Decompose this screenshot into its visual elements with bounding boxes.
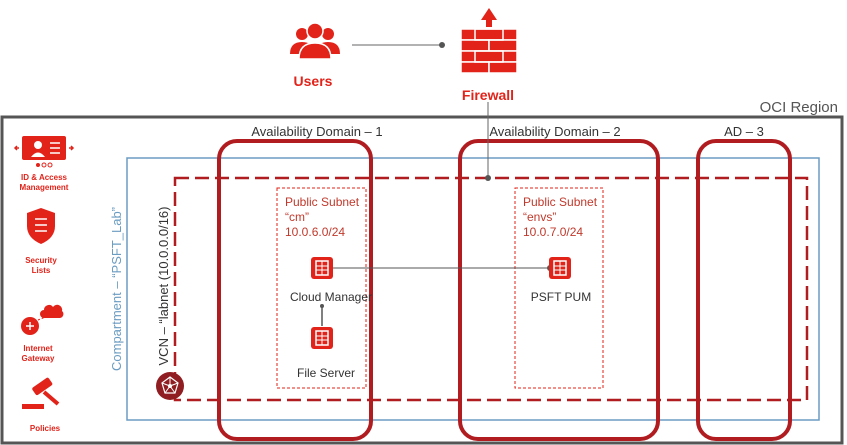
psft-pum-label: PSFT PUM — [531, 290, 591, 304]
file-server-label: File Server — [297, 366, 355, 380]
subnet-cm-box — [276, 187, 367, 389]
vcn-router-icon — [156, 372, 184, 400]
internet-gateway-label-line2: Gateway — [22, 354, 55, 363]
security-lists-label-line1: Security — [25, 256, 57, 265]
availability-domain-2-box — [458, 139, 660, 441]
subnet-envs-cidr: 10.0.7.0/24 — [523, 225, 583, 239]
file-server-icon — [311, 327, 333, 349]
availability-domain-2-label: Availability Domain – 2 — [489, 124, 620, 139]
availability-domain-1-label: Availability Domain – 1 — [251, 124, 382, 139]
oci-region-box — [0, 115, 844, 445]
security-lists-icon — [27, 208, 55, 244]
subnet-envs-box — [514, 187, 604, 389]
internet-gateway-label-line1: Internet — [23, 344, 53, 353]
users-label: Users — [294, 73, 333, 89]
oci-region-label: OCI Region — [760, 99, 838, 116]
subnet-envs-title: Public Subnet — [523, 195, 598, 209]
subnet-cm-cidr: 10.0.6.0/24 — [285, 225, 345, 239]
id-access-management-icon — [13, 136, 75, 168]
iam-label-line2: Management — [20, 183, 69, 192]
internet-gateway-icon — [21, 304, 64, 335]
iam-label-line1: ID & Access — [21, 173, 68, 182]
compartment-label: Compartment – “PSFT_Lab” — [109, 207, 124, 371]
firewall-vcn-connector — [485, 102, 491, 181]
users-firewall-connector — [352, 42, 445, 48]
cloud-manager-label: Cloud Manager — [290, 290, 372, 304]
cloud-manager-server-icon — [311, 257, 333, 279]
users-icon — [290, 22, 340, 60]
policies-gavel-icon — [22, 377, 60, 409]
firewall-icon — [460, 8, 518, 74]
vcn-label: VCN – “labnet (10.0.0.0/16) — [156, 207, 171, 366]
policies-label: Policies — [30, 424, 61, 433]
availability-domain-3-label: AD – 3 — [724, 124, 764, 139]
firewall-label: Firewall — [462, 87, 514, 103]
compartment-box — [126, 157, 820, 421]
availability-domain-1-box — [217, 139, 373, 441]
availability-domain-3-box — [696, 139, 792, 441]
vcn-box — [173, 176, 809, 402]
subnet-cm-title: Public Subnet — [285, 195, 360, 209]
subnet-cm-name: “cm” — [285, 210, 309, 224]
cloud-manager-file-server-connector — [320, 304, 324, 326]
security-lists-label-line2: Lists — [32, 266, 51, 275]
psft-pum-server-icon — [549, 257, 571, 279]
subnet-envs-name: “envs” — [523, 210, 556, 224]
